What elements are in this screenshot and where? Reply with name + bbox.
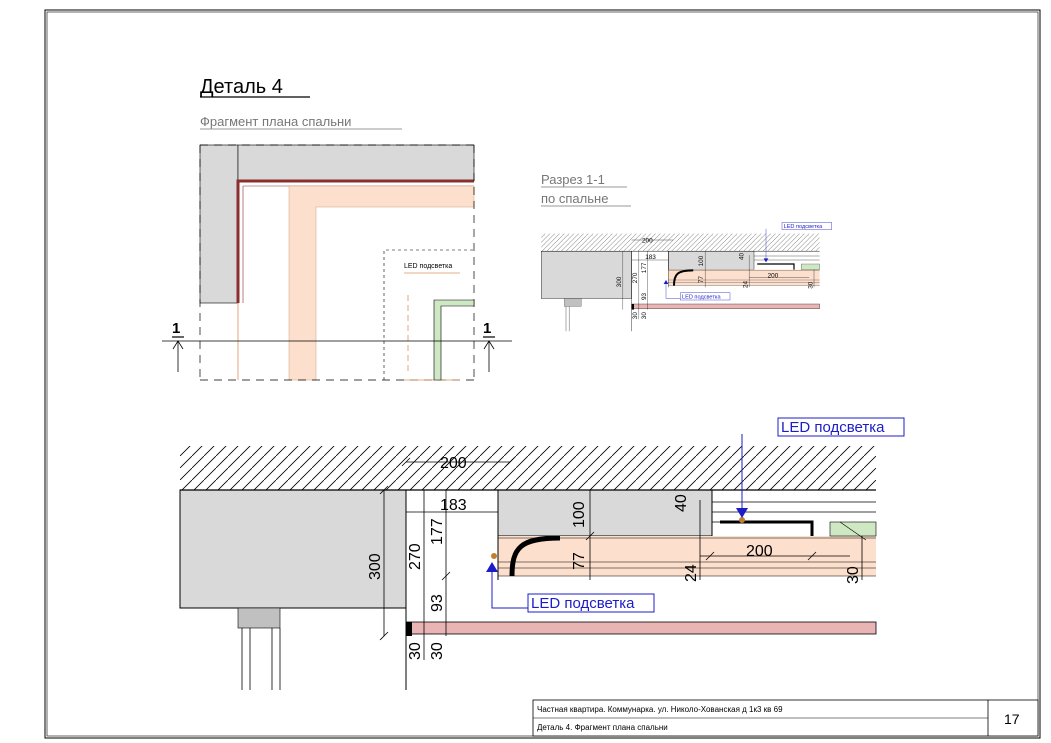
section-large-soffit: [497, 489, 713, 537]
section-small-hatch: [541, 233, 820, 252]
section-small: 200 183 300 270 177 93 100 77 40 24 200 …: [541, 222, 832, 332]
section-small-block: [564, 298, 582, 307]
section-small-dim-30c: 30: [807, 281, 814, 289]
section-large-tick-300a: [379, 485, 389, 495]
section-small-led-top-arrow: [763, 258, 769, 263]
section-large-tick-200d: [807, 551, 817, 561]
section-small-dim-40: 40: [739, 252, 746, 260]
section-large-dim-40: 40: [673, 494, 690, 512]
section-large-tick-300b: [379, 631, 389, 641]
plan-peach-ceiling: [288, 185, 475, 381]
section-large-labels: 200 183 300 270 177 93 100 77 40 24 200 …: [367, 417, 905, 660]
section-large-dim-177: 177: [429, 518, 446, 545]
section-small-led-bottom-box: [680, 292, 731, 301]
section-small-led-bottom-arrow: [663, 280, 669, 284]
section-small-dim-77: 77: [698, 276, 705, 284]
plan-cut-arrow-left-head: [172, 340, 184, 350]
section-large-tick-200b: [505, 457, 515, 467]
section-small-dim-200b: 200: [768, 273, 779, 280]
section-large-dim-183: 183: [440, 497, 467, 514]
section-small-dim-183: 183: [645, 254, 656, 261]
section-large: [179, 434, 877, 690]
title-block-page-number: 17: [1004, 711, 1020, 727]
plan-wall-vertical: [199, 144, 239, 304]
sheet-frame-outer: [44, 9, 1041, 739]
section-small-green: [801, 263, 820, 270]
section-large-led-top-box: [777, 417, 905, 437]
section-large-wall: [179, 489, 407, 609]
section-large-tick-100: [585, 531, 595, 541]
plan-brown-trim: [236, 179, 474, 303]
section-large-tick-200a: [401, 457, 411, 467]
section-small-dim-200: 200: [642, 237, 653, 244]
section-small-dim-300: 300: [616, 276, 623, 287]
section-title-line2: по спальне: [541, 191, 608, 206]
section-large-led-top-arrow: [736, 508, 748, 518]
section-large-led-bulb-bottom: [491, 553, 497, 559]
section-large-cornice: [509, 535, 561, 577]
title-block-project: Частная квартира. Коммунарка. ул. Николо…: [537, 705, 783, 714]
section-large-dim-30b: 30: [429, 642, 446, 660]
title-block-sheet-name: Деталь 4. Фрагмент плана спальни: [537, 723, 668, 732]
section-small-profile: [757, 263, 795, 270]
section-small-dim-30b: 30: [641, 312, 648, 320]
section-large-profile: [720, 520, 814, 536]
section-large-dim-300: 300: [367, 553, 384, 580]
section-small-wall: [541, 250, 632, 299]
section-large-led-bottom-leader: [491, 570, 528, 609]
plan-cut-label-right: 1: [483, 320, 491, 337]
section-large-pink-cap: [406, 622, 412, 636]
plan-cut-label-left: 1: [172, 320, 180, 337]
section-small-led-top-label: LED подсветка: [784, 224, 823, 230]
section-small-dim-177: 177: [641, 262, 648, 273]
section-large-pink: [405, 621, 877, 635]
section-small-dim-30a: 30: [632, 312, 639, 320]
section-small-led-bottom-label: LED подсветка: [682, 294, 721, 300]
page-title: Деталь 4: [200, 76, 283, 98]
plan-led-zone: [383, 249, 474, 380]
section-small-pink: [631, 303, 820, 309]
section-large-led-top-label: LED подсветка: [781, 419, 885, 436]
section-large-tick-200c: [705, 551, 715, 561]
section-small-led-bottom-leader: [665, 283, 681, 299]
section-large-led-bottom-box: [527, 593, 655, 613]
section-large-block: [237, 607, 281, 629]
section-small-dim-24: 24: [743, 280, 750, 288]
section-small-dim-93: 93: [641, 292, 648, 300]
section-small-dim-270: 270: [632, 272, 639, 283]
section-large-dim-200: 200: [440, 455, 467, 472]
section-large-dim-93: 93: [429, 594, 446, 612]
section-large-hatch: [180, 446, 876, 490]
section-small-led-top-box: [781, 222, 832, 230]
plan-led-label: LED подсветка: [404, 263, 452, 270]
section-large-dim-200b: 200: [746, 543, 773, 560]
plan-cut-arrow-right-head: [483, 340, 495, 350]
section-small-dim-100: 100: [698, 255, 705, 266]
section-large-dim-30c: 30: [845, 566, 862, 584]
section-large-led-bottom-arrow: [486, 562, 498, 572]
section-large-tick-177: [441, 571, 451, 581]
section-large-green: [829, 521, 877, 537]
plan-green-element: [433, 299, 475, 381]
section-large-dim-24: 24: [683, 564, 700, 582]
title-block: Частная квартира. Коммунарка. ул. Николо…: [532, 699, 1039, 737]
section-large-led-bottom-label: LED подсветка: [531, 595, 635, 612]
section-small-peach: [668, 269, 820, 286]
section-large-dim-30a: 30: [407, 642, 424, 660]
section-large-profile-b: [711, 512, 740, 523]
section-small-cornice: [673, 269, 694, 286]
plan-wall-horizontal: [237, 144, 475, 182]
section-title-line1: Разрез 1-1: [541, 172, 605, 187]
section-large-dim-270: 270: [407, 543, 424, 570]
plan-fragment: LED подсветка 1 1: [162, 144, 512, 381]
page-subtitle: Фрагмент плана спальни: [200, 114, 351, 129]
section-large-led-bulb-top: [739, 517, 745, 523]
section-large-dim-77: 77: [571, 552, 588, 570]
section-large-dim-100: 100: [571, 501, 588, 528]
section-small-pink-cap: [631, 304, 634, 310]
